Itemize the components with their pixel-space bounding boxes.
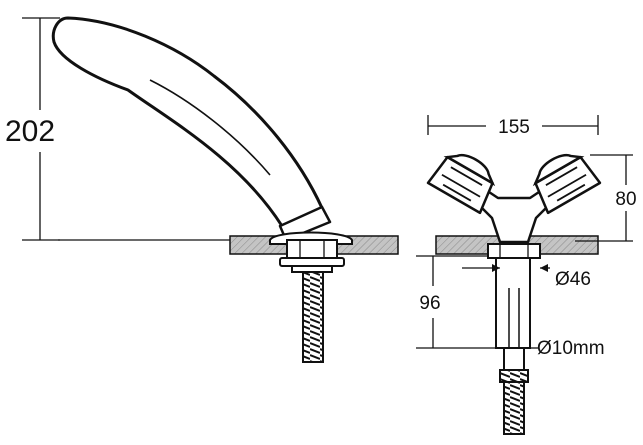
valve-view: 155 80 (416, 115, 637, 435)
tap-height-label: 80 (615, 189, 636, 210)
handset-height-label: 202 (5, 115, 55, 148)
under-deck-dimension: 96 (416, 255, 496, 349)
tap-width-label: 155 (498, 117, 530, 138)
left-valve-handle (426, 153, 496, 215)
tail-diameter-label: Ø46 (555, 269, 591, 290)
hose-diameter-callout: Ø10mm (528, 338, 605, 359)
tail-diameter-callout: Ø46 (462, 264, 591, 290)
under-deck-length-label: 96 (419, 293, 440, 314)
handset-fixing (279, 239, 345, 273)
right-valve-handle (532, 153, 602, 215)
tap-height-dimension: 80 (575, 154, 637, 242)
handset-body (51, 16, 324, 228)
width-dimension: 155 (427, 115, 599, 138)
handset-threaded-tail (302, 271, 324, 363)
handset-contour (149, 79, 271, 176)
valve-hose-tail (495, 257, 531, 435)
hose-diameter-label: Ø10mm (537, 338, 605, 359)
height-dimension: 202 (5, 17, 60, 241)
handset-view: 202 (5, 16, 399, 363)
